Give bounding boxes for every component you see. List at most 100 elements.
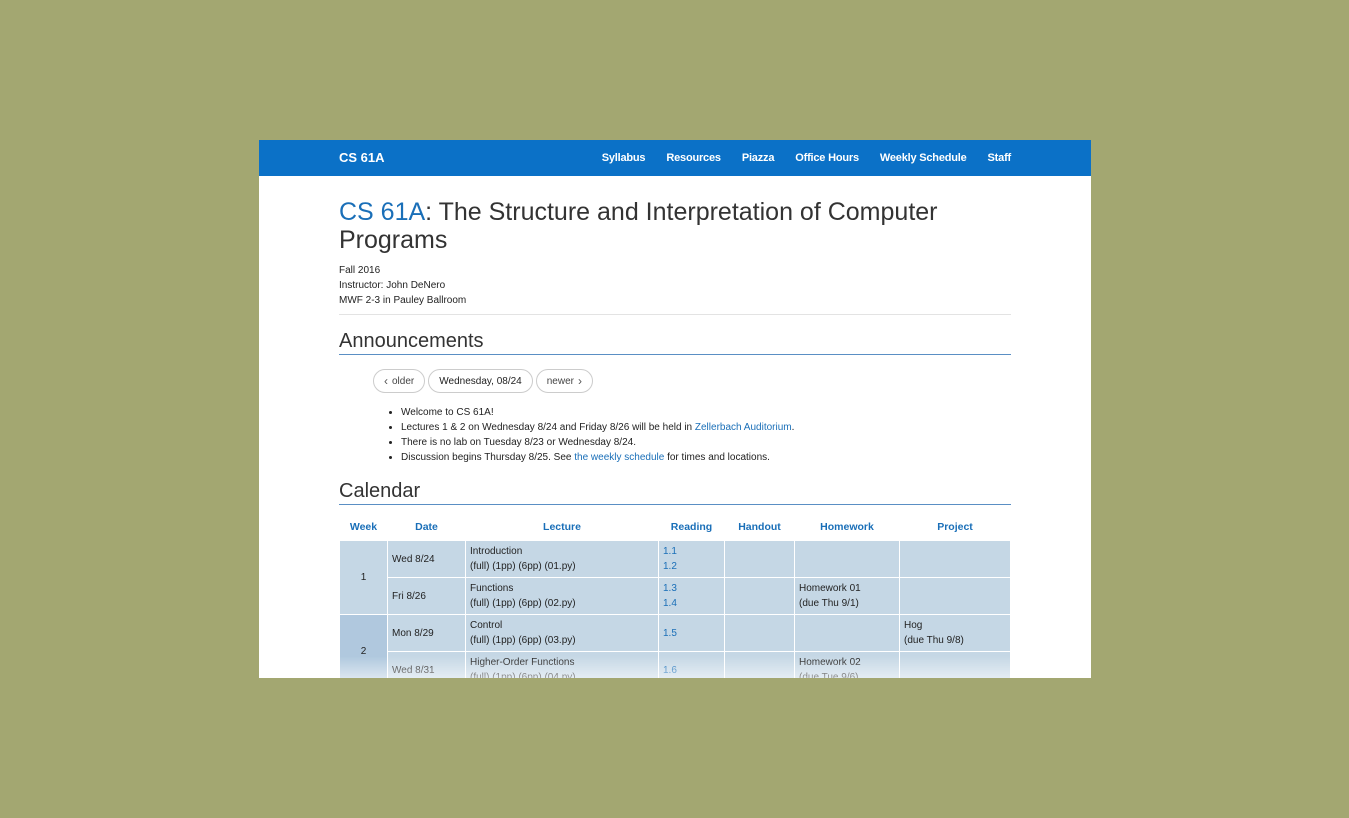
date-cell: Wed 8/31: [387, 651, 466, 678]
col-header-project: Project: [937, 521, 973, 533]
col-header-lecture: Lecture: [543, 521, 581, 533]
table-row: Fri 8/26 Functions (full) (1pp) (6pp) (0…: [340, 577, 1011, 615]
homework-title[interactable]: Homework 01: [799, 583, 861, 594]
lecture-cell: Introduction (full) (1pp) (6pp) (01.py): [465, 540, 659, 578]
list-item: Discussion begins Thursday 8/25. See the…: [401, 450, 1011, 465]
lecture-links[interactable]: (full) (1pp) (6pp) (02.py): [470, 598, 576, 609]
homework-title[interactable]: Homework 02: [799, 657, 861, 668]
col-header-reading: Reading: [670, 521, 713, 533]
lecture-title: Higher-Order Functions: [470, 657, 575, 668]
announcement-text: for times and locations.: [664, 452, 770, 463]
table-row: 2 Mon 8/29 Control (full) (1pp) (6pp) (0…: [339, 614, 1011, 678]
nav-links: Syllabus Resources Piazza Office Hours W…: [601, 140, 1012, 176]
date-cell: Wed 8/24: [387, 540, 466, 578]
term-text: Fall 2016: [339, 265, 381, 276]
nav-syllabus[interactable]: Syllabus: [601, 152, 646, 164]
handout-cell: [724, 577, 795, 615]
lecture-cell: Control (full) (1pp) (6pp) (03.py): [465, 614, 659, 652]
announcement-text: There is no lab on Tuesday 8/23 or Wedne…: [401, 437, 636, 448]
brand-link[interactable]: CS 61A: [339, 150, 385, 165]
calendar-heading: Calendar: [339, 479, 1011, 505]
table-row: Wed 8/31 Higher-Order Functions (full) (…: [340, 651, 1011, 678]
date-cell: Fri 8/26: [387, 577, 466, 615]
lecture-title: Introduction: [470, 546, 523, 557]
list-item: Welcome to CS 61A!: [401, 405, 1011, 420]
course-link[interactable]: CS 61A: [339, 198, 426, 226]
nav-weekly-schedule[interactable]: Weekly Schedule: [879, 152, 967, 164]
older-button[interactable]: ‹ older: [373, 369, 426, 393]
project-cell: [899, 577, 1011, 615]
handout-cell: [724, 651, 795, 678]
handout-cell: [724, 540, 795, 578]
lecture-cell: Functions (full) (1pp) (6pp) (02.py): [465, 577, 659, 615]
announcements-heading: Announcements: [339, 329, 1011, 355]
announcement-text: Discussion begins Thursday 8/25. See: [401, 452, 575, 463]
handout-cell: [724, 614, 795, 652]
list-item: Lectures 1 & 2 on Wednesday 8/24 and Fri…: [401, 420, 1011, 435]
homework-due: (due Thu 9/1): [799, 598, 859, 609]
announcement-text: Welcome to CS 61A!: [401, 407, 494, 418]
current-date-button[interactable]: Wednesday, 08/24: [428, 369, 533, 393]
lecture-links[interactable]: (full) (1pp) (6pp) (04.py): [470, 672, 576, 678]
table-row: 1 Wed 8/24 Introduction (full) (1pp) (6p…: [339, 540, 1011, 615]
announcement-pager: ‹ older Wednesday, 08/24 newer ›: [373, 369, 1011, 393]
weekly-schedule-link[interactable]: the weekly schedule: [574, 452, 665, 463]
nav-office-hours[interactable]: Office Hours: [795, 152, 859, 164]
week-cell: 1: [339, 540, 388, 615]
chevron-right-icon: ›: [577, 374, 582, 388]
list-item: There is no lab on Tuesday 8/23 or Wedne…: [401, 435, 1011, 450]
reading-cell: 1.6: [658, 651, 725, 678]
lecture-cell: Higher-Order Functions (full) (1pp) (6pp…: [465, 651, 659, 678]
reading-link[interactable]: 1.3: [663, 583, 677, 594]
table-header-row: Week Date Lecture Reading Handout Homewo…: [340, 514, 1011, 541]
reading-link[interactable]: 1.2: [663, 561, 677, 572]
calendar-table: Week Date Lecture Reading Handout Homewo…: [339, 514, 1011, 678]
homework-cell: [794, 540, 900, 578]
announcement-list: Welcome to CS 61A! Lectures 1 & 2 on Wed…: [401, 405, 1011, 465]
homework-cell: Homework 02 (due Tue 9/6): [794, 651, 900, 678]
lecture-links[interactable]: (full) (1pp) (6pp) (03.py): [470, 635, 576, 646]
reading-link[interactable]: 1.6: [663, 664, 677, 676]
reading-cell: 1.1 1.2: [658, 540, 725, 578]
lecture-links[interactable]: (full) (1pp) (6pp) (01.py): [470, 561, 576, 572]
meeting-text: MWF 2-3 in Pauley Ballroom: [339, 295, 467, 306]
newer-button[interactable]: newer ›: [535, 369, 593, 393]
project-cell: [899, 651, 1011, 678]
project-title[interactable]: Hog: [904, 620, 923, 631]
page-title: CS 61A: The Structure and Interpretation…: [339, 198, 1011, 254]
course-meta: Fall 2016 Instructor: John DeNero MWF 2-…: [339, 263, 1011, 308]
browser-window: CS 61A Syllabus Resources Piazza Office …: [259, 140, 1091, 678]
instructor-text: Instructor: John DeNero: [339, 280, 446, 291]
announcement-text: Lectures 1 & 2 on Wednesday 8/24 and Fri…: [401, 422, 695, 433]
nav-piazza[interactable]: Piazza: [741, 152, 775, 164]
divider: [339, 314, 1011, 315]
zellerbach-link[interactable]: Zellerbach Auditorium: [694, 422, 792, 433]
reading-cell: 1.5: [658, 614, 725, 652]
nav-resources[interactable]: Resources: [666, 152, 721, 164]
nav-staff[interactable]: Staff: [987, 152, 1012, 164]
reading-link[interactable]: 1.5: [663, 627, 677, 639]
homework-due: (due Tue 9/6): [799, 672, 859, 678]
reading-link[interactable]: 1.1: [663, 546, 677, 557]
top-navbar: CS 61A Syllabus Resources Piazza Office …: [259, 140, 1091, 176]
week-cell: 2: [339, 614, 388, 678]
col-header-handout: Handout: [738, 521, 781, 533]
current-date-label: Wednesday, 08/24: [439, 375, 522, 387]
reading-link[interactable]: 1.4: [663, 598, 677, 609]
project-cell: Hog (due Thu 9/8): [899, 614, 1011, 652]
older-label: older: [392, 375, 415, 387]
lecture-title: Control: [470, 620, 503, 631]
col-header-date: Date: [415, 521, 438, 533]
homework-cell: [794, 614, 900, 652]
title-text: : The Structure and Interpretation of Co…: [339, 198, 938, 254]
homework-cell: Homework 01 (due Thu 9/1): [794, 577, 900, 615]
project-cell: [899, 540, 1011, 578]
col-header-homework: Homework: [820, 521, 874, 533]
newer-label: newer: [546, 375, 574, 387]
col-header-week: Week: [349, 521, 378, 533]
date-cell: Mon 8/29: [387, 614, 466, 652]
main-content: CS 61A: The Structure and Interpretation…: [339, 176, 1011, 678]
lecture-title: Functions: [470, 583, 514, 594]
announcement-text: .: [791, 422, 795, 433]
chevron-left-icon: ‹: [384, 374, 388, 388]
